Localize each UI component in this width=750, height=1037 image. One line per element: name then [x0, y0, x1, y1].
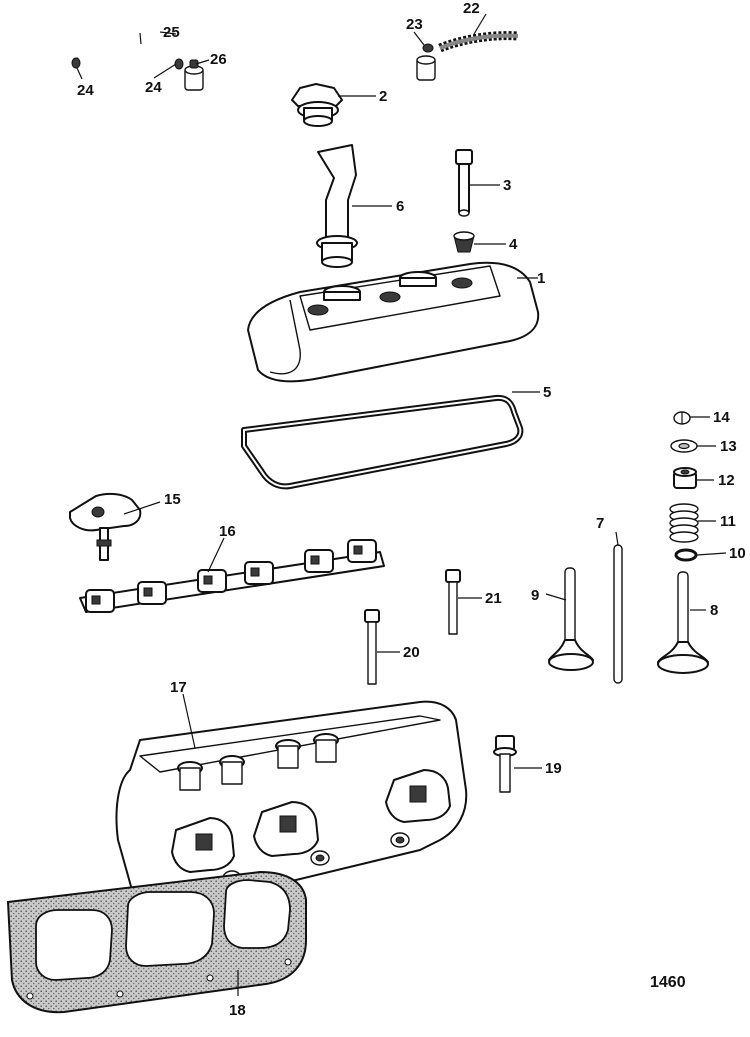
callout-19: 19 [545, 760, 562, 777]
callout-13: 13 [720, 438, 737, 455]
callout-23: 23 [406, 16, 423, 33]
callout-16: 16 [219, 523, 236, 540]
callout-10: 10 [729, 545, 746, 562]
push-rod-7 [613, 544, 623, 684]
callout-14: 14 [713, 409, 730, 426]
callout-24-left: 24 [77, 82, 94, 99]
callout-25: 25 [163, 24, 180, 41]
corrugated-hose-22 [438, 31, 519, 53]
rocker-arm-15 [69, 492, 142, 561]
callout-4: 4 [509, 236, 518, 253]
cover-bolt-3 [455, 149, 473, 217]
exhaust-valve-8 [657, 571, 709, 674]
callout-15: 15 [164, 491, 181, 508]
leader-lines [76, 13, 727, 996]
intake-valve-9 [548, 567, 594, 671]
callout-18: 18 [229, 1002, 246, 1019]
rocker-rail-16 [79, 539, 385, 613]
head-bolt-20 [364, 609, 380, 685]
callout-24-right: 24 [145, 79, 162, 96]
callout-20: 20 [403, 644, 420, 661]
callout-11: 11 [720, 513, 736, 530]
callout-21: 21 [485, 590, 502, 607]
valve-spring-11 [669, 503, 699, 543]
callout-7: 7 [596, 515, 604, 532]
valve-cover-gasket [241, 394, 524, 490]
callout-labels: 1 2 3 4 5 6 7 8 9 10 11 12 13 14 15 16 1… [77, 0, 746, 1019]
head-bolt-21 [445, 569, 461, 635]
oil-fill-cap [291, 83, 343, 127]
callout-5: 5 [543, 384, 551, 401]
valve-cover [247, 261, 540, 383]
callout-9: 9 [531, 587, 539, 604]
callout-3: 3 [503, 177, 511, 194]
fitting-26 [184, 59, 204, 91]
callout-1: 1 [537, 270, 545, 287]
callout-6: 6 [396, 198, 404, 215]
figure-number: 1460 [650, 974, 686, 991]
head-bolt-19 [493, 735, 517, 793]
hose-assembly-left [71, 32, 184, 70]
callout-26: 26 [210, 51, 227, 68]
callout-2: 2 [379, 88, 387, 105]
spring-retainer-13 [670, 439, 698, 453]
callout-12: 12 [718, 472, 735, 489]
callout-8: 8 [710, 602, 718, 619]
fitting-23 [416, 43, 436, 81]
valve-keeper-14 [673, 411, 691, 425]
head-gasket-18 [6, 870, 307, 1014]
grommet-4 [453, 231, 475, 253]
valve-seal-12 [673, 467, 697, 489]
oil-filler-tube [316, 144, 358, 268]
shim-10 [674, 548, 698, 562]
callout-17: 17 [170, 679, 187, 696]
callout-22: 22 [463, 0, 480, 17]
